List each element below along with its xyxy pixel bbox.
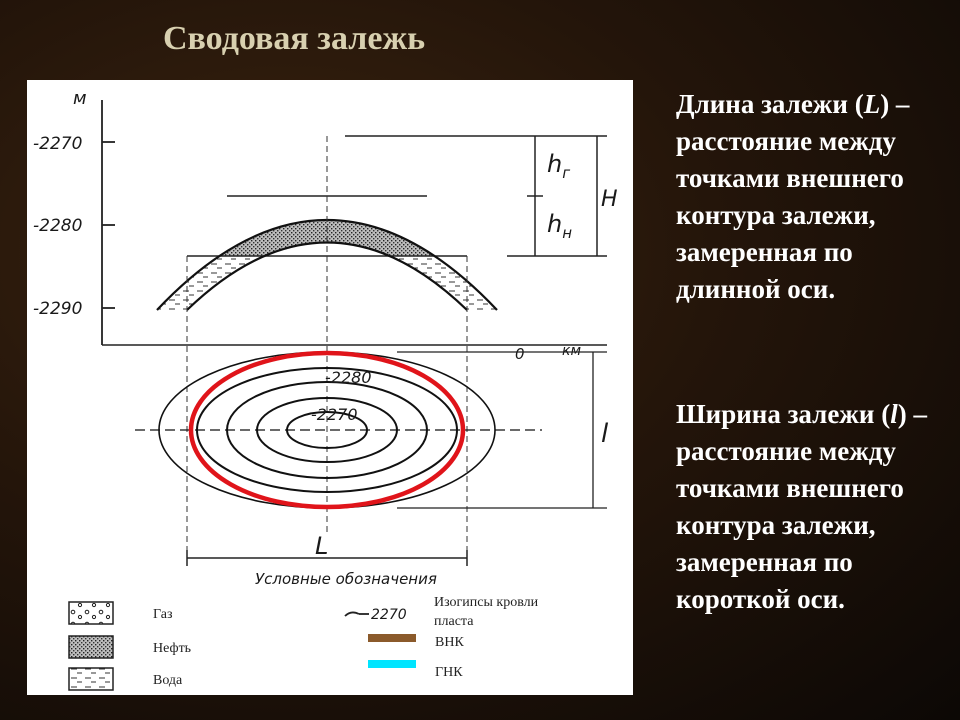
legend-gas-label: Газ xyxy=(153,607,173,622)
gas-thickness-label: hг xyxy=(547,150,570,182)
scale-zero: 0 xyxy=(515,345,525,363)
width-definition-body: ) – расстояние между точками внешнего ко… xyxy=(676,399,927,614)
legend-water-swatch xyxy=(68,667,114,691)
width-definition-lead: Ширина залежи ( xyxy=(676,399,891,429)
diagram-svg: м -2270 -2280 -2290 0 км hг hн H xyxy=(33,88,618,691)
length-definition-lead: Длина залежи ( xyxy=(676,89,864,119)
contour-label-2270: -2270 xyxy=(311,405,358,424)
legend-gas-swatch xyxy=(68,601,114,625)
length-label: L xyxy=(315,532,328,560)
projection-lines xyxy=(186,136,468,560)
width-symbol: l xyxy=(890,399,898,429)
legend-gnk-label: ГНК xyxy=(435,665,463,680)
legend-isohypse-sample: 2270 xyxy=(371,607,407,623)
legend-vnk-label: ВНК xyxy=(435,635,464,650)
legend-title: Условные обозначения xyxy=(255,570,437,588)
anticline-diagram: м -2270 -2280 -2290 0 км hг hн H xyxy=(27,80,633,695)
length-definition-body: ) – расстояние между точками внешнего ко… xyxy=(676,89,910,304)
width-definition: Ширина залежи (l) – расстояние между точ… xyxy=(676,396,946,618)
width-label: l xyxy=(601,419,609,449)
depth-unit-label: м xyxy=(73,88,87,109)
depth-tick-2280: -2280 xyxy=(33,216,82,236)
legend-gnk-swatch xyxy=(368,660,416,668)
legend-oil-label: Нефть xyxy=(153,641,191,656)
outer-contour-highlight xyxy=(188,350,466,510)
contour-label-2280: -2280 xyxy=(325,368,372,387)
legend-vnk-swatch xyxy=(368,634,416,642)
legend-oil-swatch xyxy=(68,635,114,659)
legend-isohypse-stroke xyxy=(344,611,360,617)
reservoir-bottom xyxy=(186,241,468,311)
width-dimension xyxy=(397,351,607,509)
slide-title: Сводовая залежь xyxy=(163,20,426,57)
oil-thickness-label: hн xyxy=(547,210,572,242)
depth-tick-2270: -2270 xyxy=(33,134,82,154)
total-thickness-label: H xyxy=(601,187,618,212)
length-symbol: L xyxy=(863,89,881,119)
legend-isohypse-label: Изогипсы кровли пласта xyxy=(434,595,542,629)
scale-unit-label: км xyxy=(562,343,581,359)
legend-water-label: Вода xyxy=(153,673,183,688)
depth-axis xyxy=(101,100,115,345)
length-dimension xyxy=(186,550,468,566)
thickness-brackets xyxy=(345,135,607,257)
length-definition: Длина залежи (L) – расстояние между точк… xyxy=(676,86,946,308)
depth-tick-2290: -2290 xyxy=(33,299,82,319)
